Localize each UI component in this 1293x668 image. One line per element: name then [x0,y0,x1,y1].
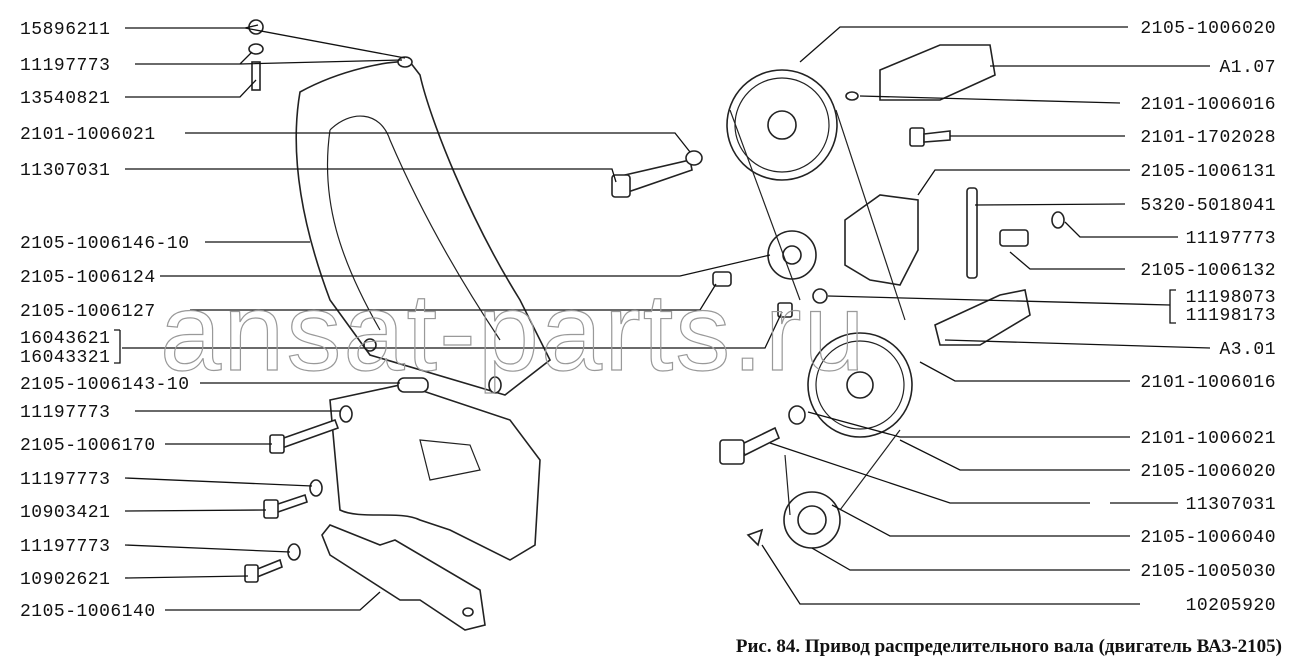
part-label: 2105-1005030 [1140,562,1276,582]
part-label: 2105-1006146-10 [20,234,190,254]
front-cover-upper [295,60,552,396]
part-label: 15896211 [20,20,110,40]
right-labels: 2105-1006020 A1.07 2101-1006016 2101-170… [1140,19,1276,616]
part-label: 10902621 [20,570,110,590]
part-label: 11197773 [20,403,110,423]
part-label: 11307031 [1186,495,1276,515]
part-label: 2101-1702028 [1140,128,1276,148]
aux-sprocket [719,332,913,465]
part-label: 11197773 [1186,229,1276,249]
left-labels: 15896211 11197773 13540821 2101-1006021 … [20,20,190,622]
part-label: 11198073 [1186,288,1276,308]
part-label: 2105-1006143-10 [20,375,190,395]
part-label: 2101-1006021 [1140,429,1276,449]
part-label: 2105-1006020 [1140,462,1276,482]
part-label: 16043321 [20,348,110,368]
crankshaft-sprocket-belt [729,109,906,549]
part-label: 5320-5018041 [1140,196,1276,216]
part-label: 11197773 [20,470,110,490]
part-label: 13540821 [20,89,110,109]
part-label: 11198173 [1186,306,1276,326]
nut-washer-stud [248,19,413,91]
part-label: 10903421 [20,503,110,523]
part-label: 2105-1006124 [20,268,156,288]
tensioner [712,127,1065,318]
part-label: 2105-1006020 [1140,19,1276,39]
part-label: 2105-1006170 [20,436,156,456]
part-label: 2101-1006016 [1140,373,1276,393]
part-label: A3.01 [1219,340,1276,360]
camshaft-sprocket [726,69,838,181]
lower-plate [321,524,486,631]
part-label: 2105-1006131 [1140,162,1276,182]
part-label: 2105-1006140 [20,602,156,622]
part-label: 2105-1006132 [1140,261,1276,281]
part-label: 2101-1006016 [1140,95,1276,115]
part-label: 11197773 [20,537,110,557]
part-label: 11197773 [20,56,110,76]
part-label: 2101-1006021 [20,125,156,145]
part-label: 2105-1006127 [20,302,156,322]
figure-caption: Рис. 84. Привод распределительного вала … [736,636,1282,657]
part-label: 11307031 [20,161,110,181]
front-cover-lower [329,377,541,561]
bolts-left [244,150,703,583]
part-label: A1.07 [1219,58,1276,78]
part-label: 10205920 [1186,596,1276,616]
watermark: ansat-parts.ru [160,271,867,394]
leader-lines [114,24,1211,611]
part-label: 2105-1006040 [1140,528,1276,548]
shafts [845,44,1031,346]
part-label: 16043621 [20,329,110,349]
